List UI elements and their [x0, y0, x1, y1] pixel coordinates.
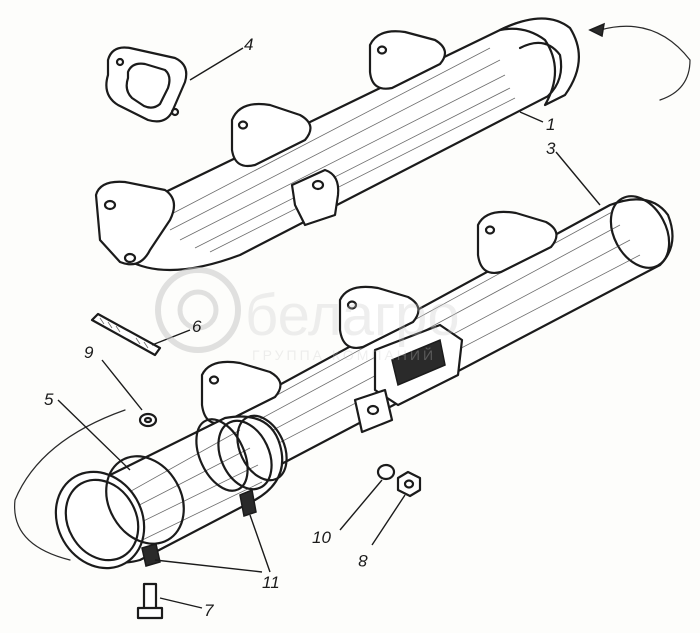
callout-1: 1 — [546, 115, 555, 134]
gasket-hole — [115, 57, 125, 67]
flange-hole — [123, 252, 137, 264]
callouts: 4 1 3 6 9 5 10 8 11 7 — [44, 35, 556, 620]
manifold-1-elbow-flange — [94, 180, 176, 266]
callout-4: 4 — [244, 35, 253, 54]
leader-10 — [339, 479, 383, 531]
mount-pad-face — [391, 338, 446, 387]
lug-hole — [311, 179, 325, 191]
callout-7: 7 — [204, 601, 214, 620]
washer-outer — [138, 412, 158, 428]
leader-9 — [101, 359, 143, 411]
leader-4 — [189, 47, 244, 81]
bolt-head — [136, 606, 164, 620]
manifold-1-outlet — [498, 17, 580, 107]
callout-5: 5 — [44, 390, 54, 409]
pipe-ring — [236, 414, 288, 482]
flange-hole — [346, 300, 358, 310]
watermark: белагро ГРУППА КОМПАНИЙ — [155, 267, 460, 363]
manifold-3-lug — [353, 388, 394, 434]
pipe-ring — [217, 419, 273, 491]
clamp-bolt — [239, 488, 257, 517]
clamp-bolt — [141, 543, 161, 567]
nut-hex — [396, 470, 422, 498]
leader-1 — [519, 111, 544, 123]
flow-arrow — [599, 25, 691, 101]
callout-3: 3 — [546, 139, 556, 158]
flow-arrow-head — [588, 22, 605, 38]
lug-hole — [366, 404, 380, 416]
washer-hole — [143, 416, 153, 424]
clamp-ring-rear — [195, 418, 249, 492]
manifold-3-port-flange — [476, 210, 558, 274]
callout-8: 8 — [358, 551, 368, 570]
stud-body — [90, 312, 162, 357]
watermark-tagline: ГРУППА КОМПАНИЙ — [252, 346, 436, 363]
leader-3 — [555, 151, 601, 206]
watermark-logo-core — [177, 289, 219, 331]
part-3-lower-manifold — [200, 195, 674, 474]
washer-outer — [376, 463, 396, 481]
callout-6: 6 — [192, 317, 202, 336]
flange-hole — [237, 120, 249, 130]
manifold-1-shading — [159, 47, 516, 253]
watermark-brand: белагро — [245, 283, 460, 348]
manifold-1-lug — [290, 168, 340, 227]
part-8-nut — [396, 470, 422, 498]
clamp-ring-inner — [64, 478, 140, 562]
leader-7 — [159, 597, 203, 609]
part-4-gasket — [105, 46, 188, 123]
manifold-1-port-flange — [368, 30, 447, 90]
gasket-hole — [170, 107, 180, 117]
manifold-3-port-flange — [338, 285, 420, 349]
pipe-shading — [114, 429, 263, 546]
callout-11: 11 — [262, 573, 280, 592]
leader-8 — [371, 494, 406, 546]
sleeve-ring — [105, 455, 185, 545]
callout-10: 10 — [312, 528, 331, 547]
flange-hole — [103, 199, 117, 211]
manifold-3-end-cap — [609, 195, 671, 269]
part-1-upper-manifold — [94, 17, 691, 272]
nut-hole — [403, 479, 415, 489]
leader-11 — [154, 514, 271, 573]
gasket-port — [125, 62, 171, 109]
flange-hole — [208, 375, 220, 385]
part-10-washer — [376, 463, 396, 481]
part-9-washer — [138, 412, 158, 428]
manifold-1-outlet-rim — [518, 41, 563, 98]
flange-hole — [376, 45, 388, 55]
watermark-logo-ring — [155, 267, 241, 353]
leader-5 — [57, 399, 131, 471]
leader-lines — [57, 47, 601, 609]
phantom-line — [14, 409, 126, 561]
manifold-1-port-flange — [230, 102, 312, 168]
flange-hole — [484, 225, 496, 235]
part-6-stud — [90, 312, 162, 357]
part-5-connecting-pipe — [14, 409, 288, 570]
callout-9: 9 — [84, 343, 94, 362]
part-7-bolt — [136, 582, 164, 620]
stud-thread — [99, 317, 149, 349]
